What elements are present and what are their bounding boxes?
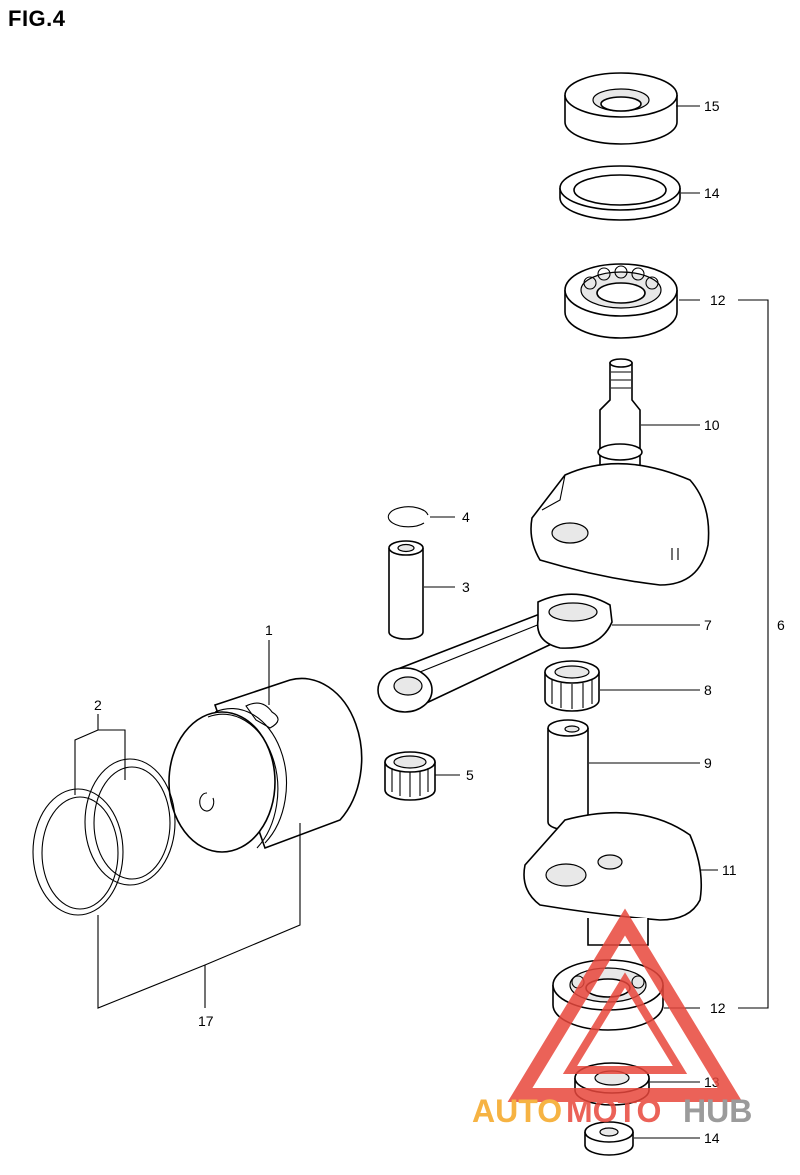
part-11-lower-crank [523, 811, 703, 946]
callout-2: 2 [94, 697, 102, 713]
callout-15: 14 [704, 185, 720, 201]
callout-12-lower: 12 [710, 1000, 726, 1016]
callout-4: 4 [462, 509, 470, 525]
callout-16: 15 [704, 98, 720, 114]
part-14-nut [584, 1121, 634, 1156]
part-7-connecting-rod [377, 593, 613, 713]
callout-10: 10 [704, 417, 720, 433]
part-1-piston [168, 677, 363, 853]
part-9-crank-pin [547, 719, 589, 831]
watermark-text-hub: HUB [683, 1093, 752, 1129]
callout-5: 5 [466, 767, 474, 783]
part-12-upper-bearing [564, 263, 678, 339]
watermark-logo: AUTO MOTO HUB [472, 908, 752, 1129]
part-10-upper-crank [530, 358, 710, 586]
figure-title: FIG.4 [8, 6, 66, 31]
part-15-shim [559, 165, 681, 221]
watermark-text-moto: MOTO [566, 1093, 661, 1129]
callout-12-upper: 12 [710, 292, 726, 308]
callout-11: 11 [722, 862, 737, 878]
callout-1: 1 [265, 622, 273, 638]
callout-17: 17 [198, 1013, 214, 1029]
part-2-piston-rings [32, 758, 176, 916]
callout-labels: 15 14 12 10 4 3 7 6 8 9 5 11 12 13 14 13… [94, 98, 785, 1146]
warning-triangle-icon [507, 908, 743, 1102]
part-5-needle-bearing [384, 751, 436, 801]
leader-lines [74, 105, 769, 1139]
part-16-oil-seal [564, 72, 678, 145]
part-3-piston-pin [388, 540, 424, 640]
callout-14-text: 14 [704, 1130, 720, 1146]
callout-8: 8 [704, 682, 712, 698]
part-8-needle-bearing [544, 660, 600, 712]
callout-9: 9 [704, 755, 712, 771]
callout-7: 7 [704, 617, 712, 633]
watermark-text-auto: AUTO [472, 1093, 562, 1129]
part-4-circlip [387, 506, 429, 528]
callout-3: 3 [462, 579, 470, 595]
callout-6: 6 [777, 617, 785, 633]
